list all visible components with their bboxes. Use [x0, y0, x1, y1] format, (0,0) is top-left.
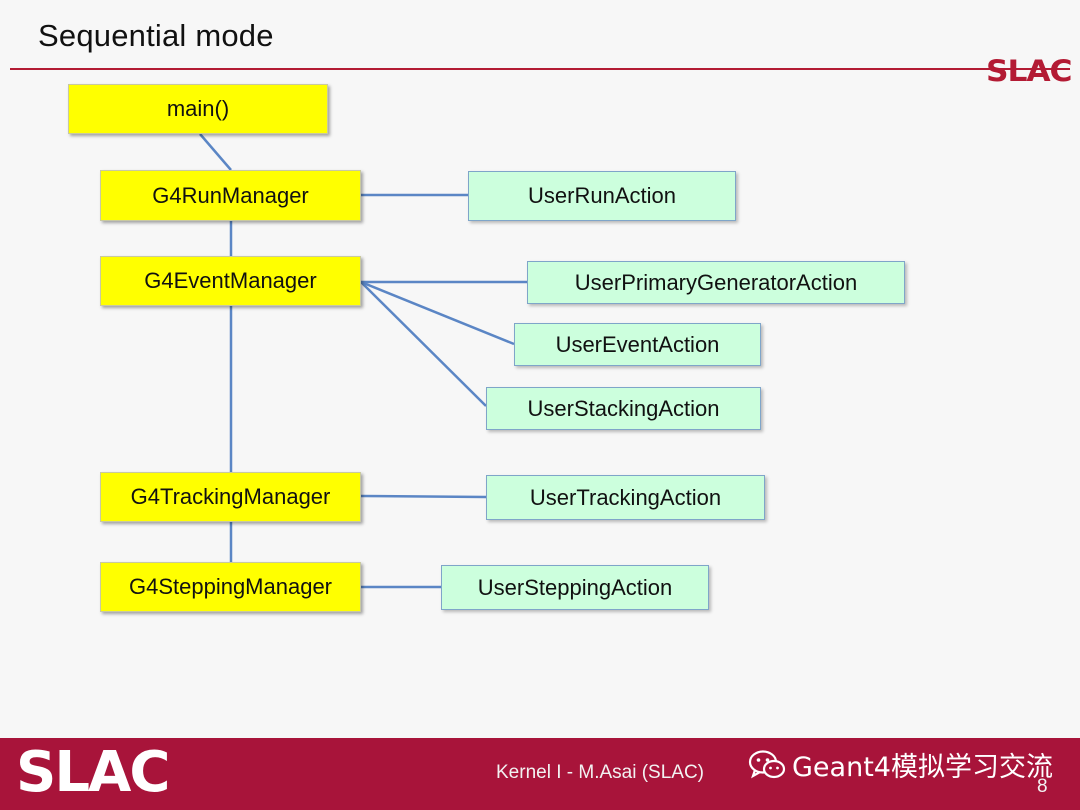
- slide-title: Sequential mode: [38, 18, 274, 53]
- connector-event-stacking: [360, 281, 487, 407]
- user-run-action-box: UserRunAction: [468, 171, 736, 221]
- connector-main-run: [199, 133, 232, 171]
- footer-bar: SLAC Kernel I - M.Asai (SLAC) Geant4模拟学习…: [0, 738, 1080, 810]
- stepping-manager-box: G4SteppingManager: [100, 562, 361, 612]
- tracking-manager-box: G4TrackingManager: [100, 472, 361, 522]
- slac-logo-header: SLAC: [986, 54, 1073, 88]
- user-event-action-box: UserEventAction: [514, 323, 761, 366]
- page-number: 8: [1037, 776, 1048, 797]
- user-primary-generator-action-box: UserPrimaryGeneratorAction: [527, 261, 905, 304]
- slac-logo-footer: SLAC: [16, 740, 170, 805]
- header-divider: [10, 68, 1070, 70]
- user-tracking-action-box: UserTrackingAction: [486, 475, 765, 520]
- user-stepping-action-box: UserSteppingAction: [441, 565, 709, 610]
- run-manager-box: G4RunManager: [100, 170, 361, 221]
- connector-tracking-action: [360, 494, 487, 499]
- user-stacking-action-box: UserStackingAction: [486, 387, 761, 430]
- connector-event-event-action: [360, 280, 515, 346]
- watermark-text: Geant4模拟学习交流: [792, 752, 1053, 783]
- event-manager-box: G4EventManager: [100, 256, 361, 306]
- main-box: main(): [68, 84, 328, 134]
- footer-caption: Kernel I - M.Asai (SLAC): [496, 762, 704, 783]
- wechat-watermark: Geant4模拟学习交流: [748, 745, 1053, 784]
- wechat-icon: [748, 749, 786, 778]
